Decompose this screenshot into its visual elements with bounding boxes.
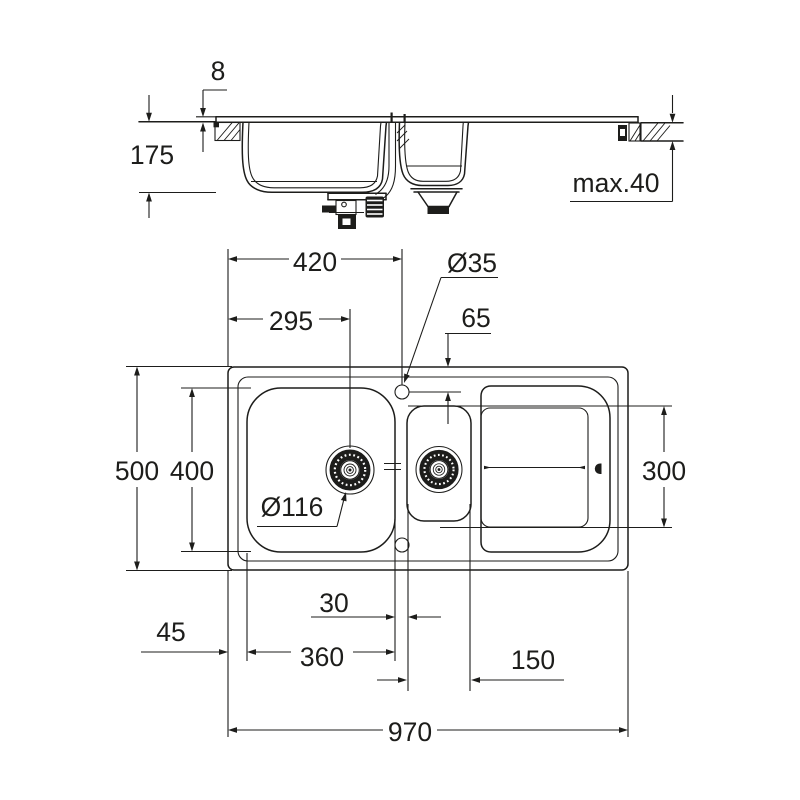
dim-main-bowl-width-label: 360 (300, 642, 344, 672)
sink-rim-inner-line (237, 376, 619, 562)
drain-assembly (322, 192, 387, 229)
drainboard-recess (480, 385, 611, 553)
plan-view (227, 366, 629, 571)
main-bowl-section (241, 121, 388, 194)
dim-drain-diameter: Ø116 (257, 492, 347, 528)
dim-drain-offset-label: 295 (269, 306, 313, 336)
ribbed-coupler (365, 196, 384, 218)
dim-rim-height: 8 (196, 56, 227, 152)
dim-overall-depth: 500 (115, 366, 159, 571)
dim-left-margin: 45 (141, 617, 228, 655)
small-bowl-section (396, 121, 470, 187)
deck-tick-left (390, 112, 393, 122)
dim-drainboard-depth-label: 300 (642, 456, 686, 486)
dim-bowl-gap-label: 30 (319, 588, 348, 618)
dim-tap-hole-edge-distance: 65 (445, 303, 491, 424)
dim-main-bowl-length-label: 400 (170, 456, 214, 486)
dim-bowl-depth-label: 175 (130, 140, 174, 170)
drainboard-drain-mark (594, 463, 602, 474)
dim-overall-width: 970 (228, 717, 628, 747)
dim-drain-diameter-label: Ø116 (261, 492, 324, 522)
worktop-section-left (213, 121, 241, 142)
small-drain-strainer (415, 445, 463, 494)
dim-overall-depth-label: 500 (115, 456, 159, 486)
main-bowl (246, 387, 396, 553)
sink-rim-section (215, 116, 639, 124)
main-drain-strainer (325, 445, 375, 495)
dim-tap-hole-edge-distance-label: 65 (461, 303, 490, 333)
dim-worktop-thickness-label: max.40 (573, 168, 660, 198)
dim-tap-hole-diameter-label: Ø35 (447, 248, 497, 278)
deck-tick-right (403, 114, 406, 122)
tap-hole (394, 384, 410, 400)
plan-dimensions: 420 295 Ø35 65 (115, 247, 686, 747)
sink-outline (227, 366, 629, 571)
dim-drainboard-depth: 300 (642, 406, 686, 528)
section-dimensions: 8 175 max.40 (130, 56, 676, 218)
dim-left-margin-label: 45 (156, 617, 185, 647)
dim-drain-offset: 295 (228, 306, 350, 336)
dim-tap-hole-offset-label: 420 (293, 247, 337, 277)
dim-tap-hole-offset: 420 (228, 247, 402, 277)
dim-rim-height-label: 8 (211, 56, 226, 86)
dim-tap-hole-diameter: Ø35 (404, 248, 498, 383)
dim-bowl-gap: 30 (311, 588, 441, 620)
dim-overall-width-label: 970 (388, 717, 432, 747)
section-view (138, 112, 684, 229)
dim-worktop-thickness: max.40 (570, 95, 676, 203)
dim-small-bowl-width-label: 150 (511, 645, 555, 675)
small-bowl-basket (410, 188, 463, 214)
dim-main-bowl-width: 360 (247, 642, 395, 672)
dim-small-bowl-width: 150 (377, 645, 564, 683)
dim-main-bowl-length: 400 (170, 388, 214, 552)
drain-lever (322, 205, 336, 213)
front-hole (394, 537, 410, 553)
dim-bowl-depth: 175 (130, 95, 174, 218)
worktop-section-right (618, 122, 684, 142)
